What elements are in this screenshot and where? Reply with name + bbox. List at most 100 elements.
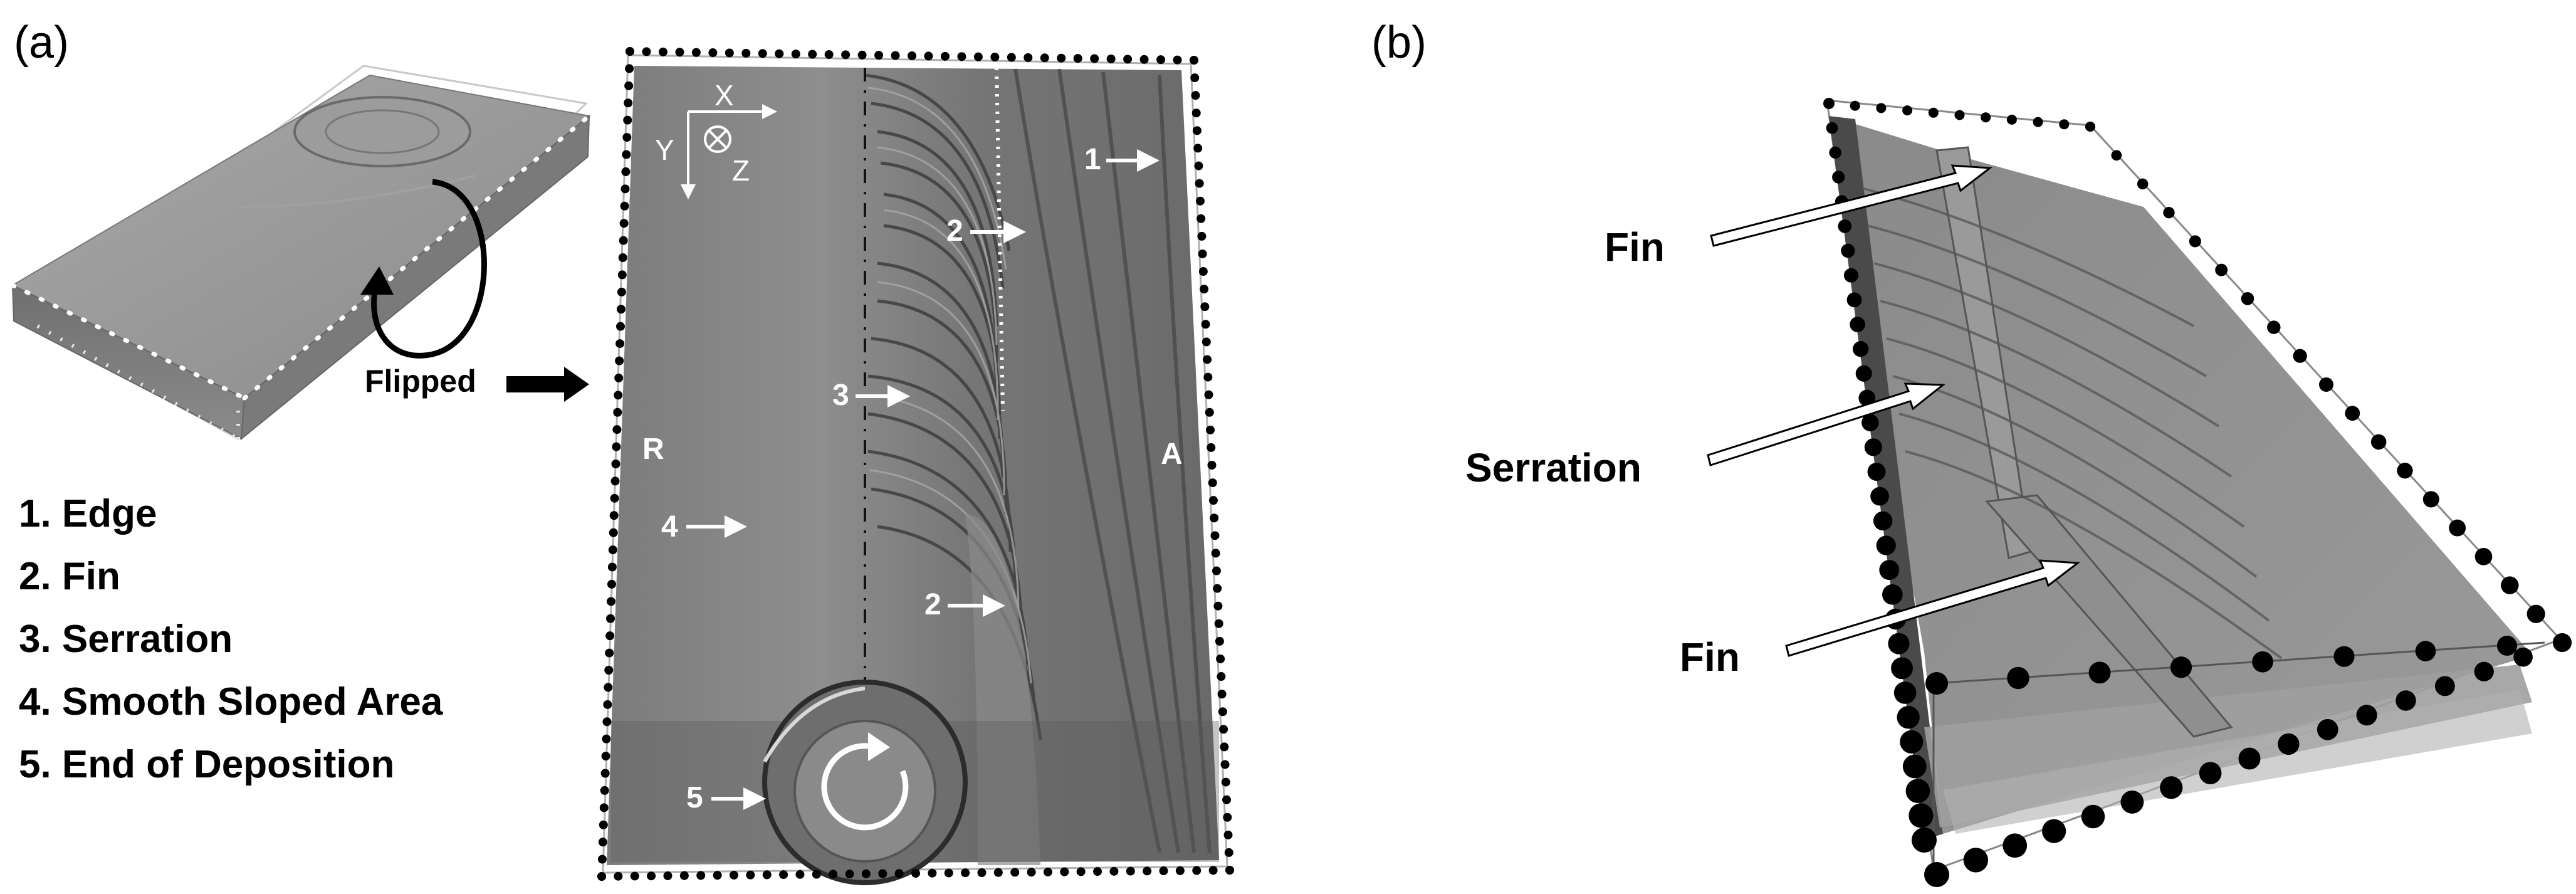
- frame-dot: [1200, 302, 1210, 312]
- frame-dot: [624, 98, 633, 108]
- frame-dot: [1893, 681, 1917, 704]
- frame-dot: [2497, 636, 2517, 656]
- frame-dot: [630, 871, 639, 881]
- frame-dot: [2526, 604, 2545, 623]
- frame-dot: [1192, 126, 1202, 135]
- frame-dot: [1208, 866, 1218, 875]
- frame-dot: [621, 167, 631, 176]
- frame-dot: [1215, 636, 1224, 646]
- frame-dot: [1211, 549, 1220, 558]
- frame-dot: [1210, 513, 1219, 523]
- panel-a-label: (a): [14, 18, 69, 68]
- flip-rotation-arrow-icon: [360, 179, 487, 359]
- frame-dot: [861, 869, 871, 878]
- frame-dot: [1201, 320, 1210, 329]
- frame-dot: [1213, 601, 1223, 611]
- svg-text:Fin: Fin: [1680, 634, 1740, 680]
- frame-dot: [1197, 231, 1207, 241]
- frame-dot: [620, 184, 630, 194]
- frame-dot: [623, 115, 632, 125]
- frame-dot: [612, 442, 621, 451]
- frame-dot: [1195, 179, 1204, 188]
- frame-dot: [1090, 54, 1099, 63]
- frame-dot: [2513, 647, 2533, 667]
- frame-dot: [1190, 56, 1198, 65]
- frame-dot: [2199, 762, 2222, 784]
- frame-dot: [2345, 406, 2360, 421]
- frame-dot: [605, 631, 615, 641]
- frame-dot: [2160, 776, 2183, 799]
- frame-dot: [2434, 676, 2455, 697]
- frame-dot: [2111, 150, 2122, 161]
- frame-dot: [647, 871, 656, 881]
- frame-dot: [1888, 633, 1910, 655]
- frame-dot: [2003, 833, 2028, 858]
- svg-text:4: 4: [661, 510, 678, 544]
- svg-text:2: 2: [946, 214, 963, 248]
- legend-item-fin: 2. Fin: [19, 555, 120, 598]
- frame-dot: [1870, 486, 1889, 506]
- frame-dot: [924, 51, 933, 61]
- frame-dot: [612, 425, 622, 434]
- frame-dot: [1908, 803, 1934, 828]
- frame-dot: [1954, 110, 1965, 120]
- frame-dot: [1057, 53, 1066, 63]
- frame-dot: [611, 460, 620, 468]
- frame-dot: [2120, 790, 2144, 814]
- frame-dot: [1007, 53, 1016, 62]
- frame-dot: [729, 870, 738, 880]
- legend-item-end-of-deposition: 5. End of Deposition: [19, 743, 394, 786]
- frame-dot: [602, 717, 612, 727]
- frame-dot: [691, 48, 701, 57]
- frame-dot: [615, 339, 625, 349]
- frame-dot: [1218, 707, 1227, 717]
- frame-dot: [2137, 178, 2149, 190]
- frame-dot: [961, 868, 970, 878]
- frame-dot: [613, 408, 622, 417]
- frame-dot: [600, 769, 610, 778]
- frame-dot: [2356, 705, 2377, 726]
- frame-dot: [1194, 161, 1203, 171]
- svg-text:1: 1: [1084, 143, 1101, 176]
- frame-dot: [2238, 747, 2261, 770]
- frame-dot: [1198, 249, 1207, 258]
- legend-item-edge: 1. Edge: [19, 492, 157, 535]
- frame-dot: [1897, 706, 1920, 729]
- frame-dot: [2449, 519, 2466, 537]
- frame-dot: [911, 869, 920, 878]
- frame-dot: [1223, 812, 1232, 822]
- frame-dot: [1222, 795, 1232, 804]
- frame-dot: [1024, 53, 1033, 62]
- frame-dot: [607, 579, 616, 589]
- frame-dot: [1861, 414, 1879, 431]
- feature-marker-smooth-sloped-area: 4: [661, 510, 747, 544]
- frame-dot: [1855, 365, 1872, 382]
- feature-marker-fin-upper: 2: [946, 214, 1026, 248]
- frame-dot: [1198, 267, 1208, 276]
- frame-dot: [1204, 390, 1213, 399]
- frame-dot: [1073, 54, 1082, 63]
- frame-dot: [2422, 491, 2439, 508]
- panel-b-dot-frame: [1823, 98, 2572, 887]
- frame-dot: [603, 700, 612, 709]
- frame-dot: [1925, 672, 1948, 695]
- frame-dot: [2059, 119, 2070, 130]
- frame-dot: [2474, 661, 2494, 681]
- frame-dot: [1043, 867, 1052, 876]
- frame-dot: [812, 870, 821, 879]
- frame-dot: [1902, 754, 1927, 779]
- frame-dot: [1208, 496, 1218, 505]
- side-label-r: R: [642, 433, 664, 466]
- frame-dot: [599, 803, 609, 812]
- frame-dot: [1850, 317, 1865, 332]
- frame-dot: [1214, 619, 1223, 628]
- frame-dot: [2088, 661, 2111, 684]
- frame-dot: [824, 50, 834, 59]
- frame-dot: [2215, 263, 2228, 276]
- frame-dot: [2370, 434, 2387, 450]
- frame-dot: [1156, 55, 1166, 65]
- frame-dot: [609, 511, 619, 520]
- axis-triad: X Y Z: [655, 79, 777, 199]
- frame-dot: [2415, 641, 2436, 661]
- frame-dot: [857, 50, 867, 60]
